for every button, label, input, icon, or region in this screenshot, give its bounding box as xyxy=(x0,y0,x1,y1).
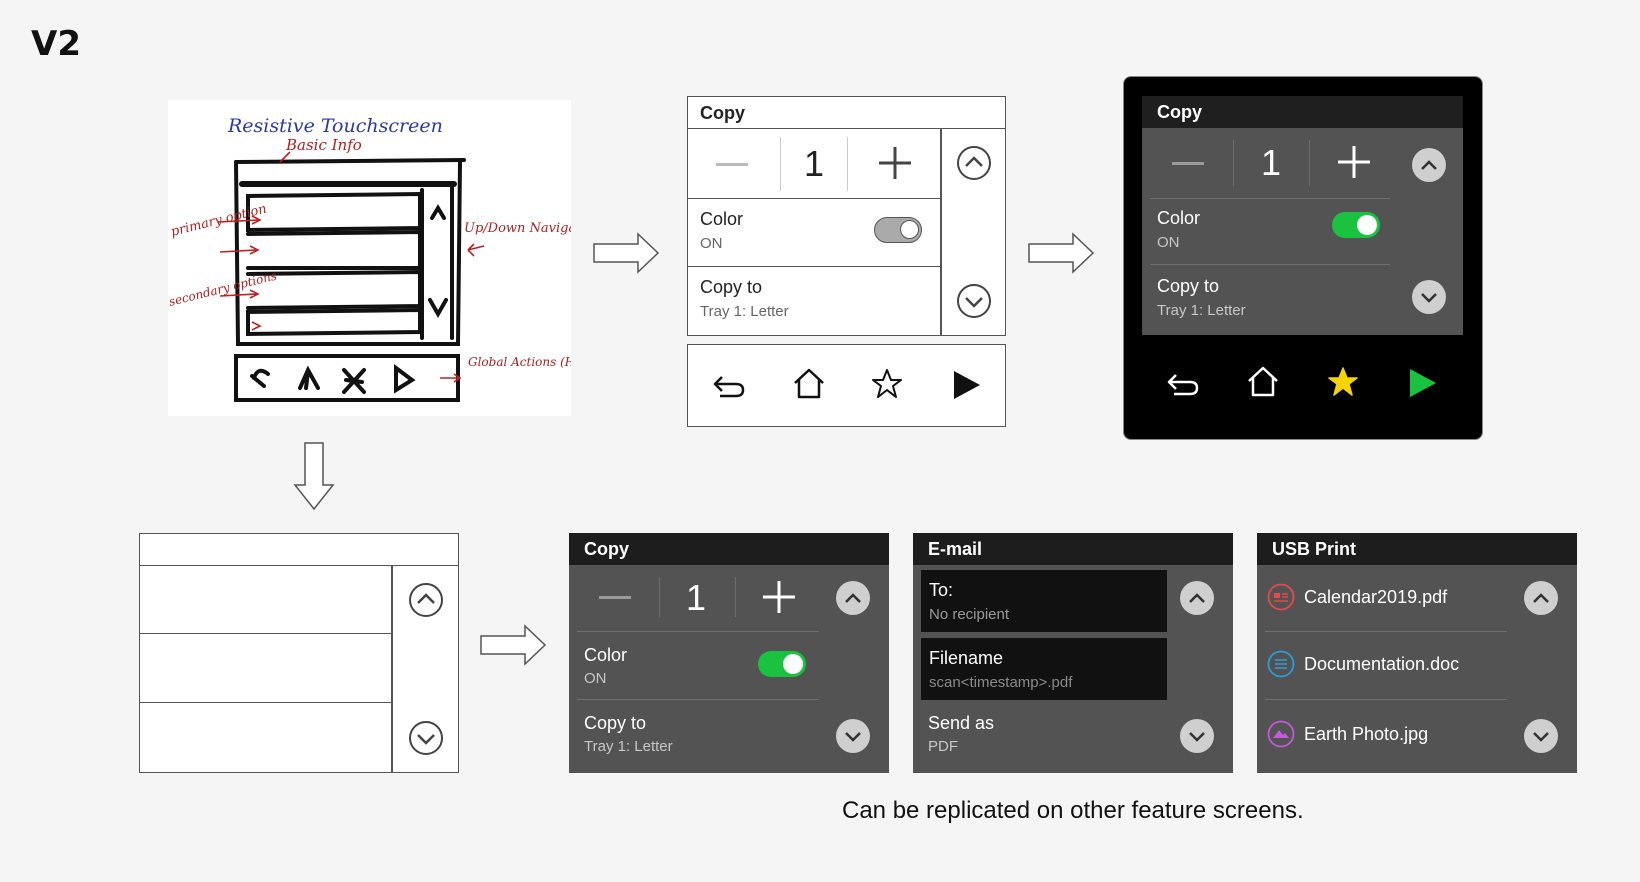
device-color-value: ON xyxy=(1157,234,1180,251)
flow-arrow-right-2 xyxy=(1028,232,1095,274)
panel-usb-chevron-down-icon[interactable] xyxy=(1524,719,1558,753)
wf-copyto-value: Tray 1: Letter xyxy=(700,303,789,320)
blank-chevron-up-icon[interactable] xyxy=(408,582,444,618)
pdf-file-icon xyxy=(1267,583,1295,611)
wf-copyto-label: Copy to xyxy=(700,277,763,297)
panel-copy-plus-icon[interactable] xyxy=(763,581,795,613)
panel-email-chevron-down-icon[interactable] xyxy=(1180,719,1214,753)
panel-usb-header: USB Print xyxy=(1257,533,1577,565)
device-copyto-value: Tray 1: Letter xyxy=(1157,302,1246,319)
image-file-icon xyxy=(1267,720,1295,748)
panel-copy-color-toggle[interactable] xyxy=(758,651,806,677)
panel-copy-minus-icon[interactable] xyxy=(599,596,631,600)
usb-file-item[interactable]: Calendar2019.pdf xyxy=(1257,565,1507,631)
flow-arrow-down xyxy=(293,442,335,511)
panel-copy-count: 1 xyxy=(686,577,707,618)
wf-color-value: ON xyxy=(700,235,723,252)
wf-quantity-row: 1 xyxy=(688,129,940,199)
usb-file-name: Earth Photo.jpg xyxy=(1304,724,1429,744)
light-global-actions xyxy=(687,344,1006,427)
sketch-drawing: Resistive Touchscreen Basic Info primary… xyxy=(167,115,654,402)
usb-file-name: Documentation.doc xyxy=(1304,654,1460,674)
hand-sketch: Resistive Touchscreen Basic Info primary… xyxy=(167,100,654,416)
device-plus-icon[interactable] xyxy=(1338,146,1370,178)
device-count: 1 xyxy=(1261,142,1282,183)
star-icon[interactable] xyxy=(870,367,904,401)
panel-copy-copyto-value: Tray 1: Letter xyxy=(584,738,673,755)
panel-copy-copyto-label: Copy to xyxy=(584,713,647,733)
panel-usb-chevron-up-icon[interactable] xyxy=(1524,581,1558,615)
flow-arrow-right-1 xyxy=(593,232,660,274)
panel-email-header: E-mail xyxy=(913,533,1233,565)
usb-file-name: Calendar2019.pdf xyxy=(1304,587,1448,607)
usb-file-item[interactable]: Documentation.doc xyxy=(1257,632,1507,699)
wf-color-label: Color xyxy=(700,209,744,229)
sketch-basic-info: Basic Info xyxy=(285,136,362,154)
panel-copy-color-value: ON xyxy=(584,670,607,687)
panel-usb-print: USB Print Calendar2019.pdf Documentation… xyxy=(1257,533,1577,773)
device-screen-copy: Copy 1 Color ON Copy to Tray 1: Letter xyxy=(1142,96,1463,335)
device-chevron-down-icon[interactable] xyxy=(1412,280,1446,314)
light-wireframe-copy: Copy 1 Color ON Copy to Tray 1: Letter xyxy=(687,96,1006,336)
email-filename-field[interactable]: Filename scan<timestamp>.pdf xyxy=(921,638,1167,700)
wf-color-toggle[interactable] xyxy=(874,217,922,243)
wf-chevron-up-icon[interactable] xyxy=(956,145,992,181)
wf-count: 1 xyxy=(804,143,825,184)
email-filename-label: Filename xyxy=(929,648,1004,668)
sketch-title: Resistive Touchscreen xyxy=(227,115,443,137)
wf-color-row[interactable]: Color ON xyxy=(688,199,940,267)
device-copyto-label: Copy to xyxy=(1157,276,1220,296)
device-header: Copy xyxy=(1142,96,1463,128)
wf-header: Copy xyxy=(688,97,1005,129)
email-sendas-value: PDF xyxy=(928,738,958,755)
sketch-updown-nav: Up/Down Navigation Arrows xyxy=(464,221,571,236)
sketch-global-actions: Global Actions (Hard button) xyxy=(468,355,571,369)
home-icon[interactable] xyxy=(792,367,826,401)
sketch-secondary-options: secondary options xyxy=(168,269,278,309)
panel-email-chevron-up-icon[interactable] xyxy=(1180,581,1214,615)
wf-header-title: Copy xyxy=(700,103,745,123)
device-color-toggle[interactable] xyxy=(1332,212,1380,238)
wf-plus-icon[interactable] xyxy=(879,147,911,179)
flow-arrow-right-3 xyxy=(480,624,547,666)
panel-copy-chevron-up-icon[interactable] xyxy=(836,581,870,615)
caption: Can be replicated on other feature scree… xyxy=(842,797,1304,824)
device-chevron-up-icon[interactable] xyxy=(1412,148,1446,182)
device-back-icon[interactable] xyxy=(1166,369,1200,399)
email-filename-value: scan<timestamp>.pdf xyxy=(929,674,1073,691)
panel-copy-color-label: Color xyxy=(584,645,628,665)
wf-chevron-down-icon[interactable] xyxy=(956,283,992,319)
usb-file-item[interactable]: Earth Photo.jpg xyxy=(1257,700,1507,772)
page-title: V2 xyxy=(31,24,81,64)
blank-row xyxy=(140,634,391,703)
device-minus-icon[interactable] xyxy=(1172,162,1204,166)
email-to-label: To: xyxy=(929,580,954,600)
email-to-field[interactable]: To: No recipient xyxy=(921,570,1167,632)
device-color-label: Color xyxy=(1157,208,1201,228)
blank-chevron-down-icon[interactable] xyxy=(408,720,444,756)
email-sendas-label: Send as xyxy=(928,713,995,733)
blank-row xyxy=(140,566,391,634)
email-to-value: No recipient xyxy=(929,606,1010,623)
panel-copy: Copy 1 Color ON Copy to Tray 1: Letter xyxy=(569,533,889,773)
wf-minus-icon[interactable] xyxy=(716,163,748,167)
play-icon[interactable] xyxy=(952,369,982,401)
device-bezel: Copy 1 Color ON Copy to Tray 1: Letter xyxy=(1123,76,1483,440)
panel-copy-header: Copy xyxy=(569,533,889,565)
device-home-icon[interactable] xyxy=(1246,365,1280,399)
panel-copy-chevron-down-icon[interactable] xyxy=(836,719,870,753)
device-star-icon[interactable] xyxy=(1326,365,1360,399)
blank-wireframe xyxy=(139,533,459,773)
wf-copyto-row[interactable]: Copy to Tray 1: Letter xyxy=(688,267,940,335)
device-play-icon[interactable] xyxy=(1408,367,1438,399)
panel-email: E-mail To: No recipient Filename scan<ti… xyxy=(913,533,1233,773)
back-icon[interactable] xyxy=(712,371,746,401)
doc-file-icon xyxy=(1267,650,1295,678)
